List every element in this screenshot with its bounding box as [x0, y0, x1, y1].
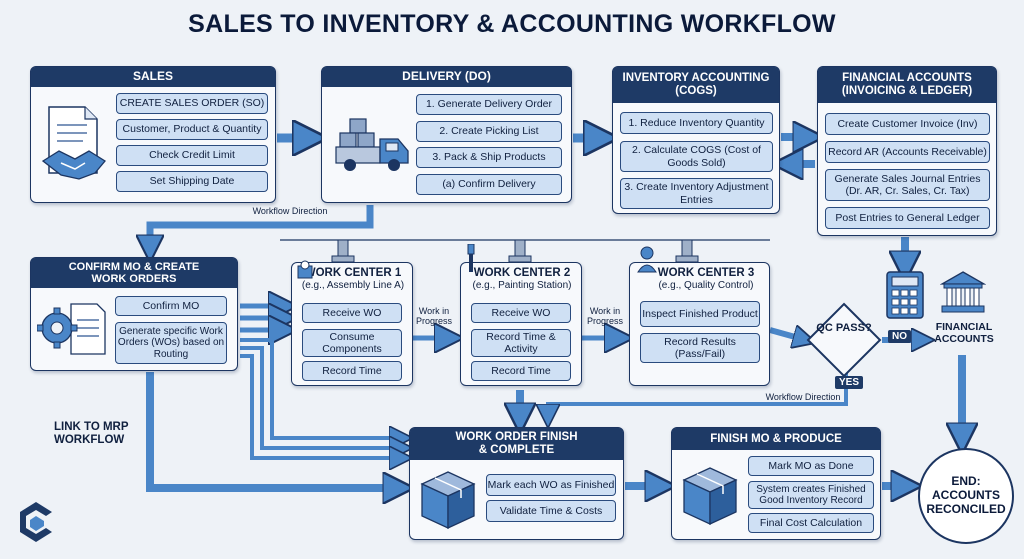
financial-header: FINANCIAL ACCOUNTS (INVOICING & LEDGER) [818, 67, 996, 103]
work-center-1-title: WORK CENTER 1 (e.g., Assembly Line A) [301, 267, 405, 292]
page-title: SALES TO INVENTORY & ACCOUNTING WORKFLOW [188, 10, 836, 38]
qc-pass-label: QC PASS? [816, 322, 872, 334]
qc-decision-diamond [806, 302, 882, 378]
finish-mo-header: FINISH MO & PRODUCE [672, 428, 880, 450]
calculator-icon [886, 271, 924, 319]
arrow-confirm-mo-to-wo-finish [146, 372, 400, 488]
no-tag: NO [888, 330, 911, 343]
yes-tag: YES [835, 376, 864, 389]
gear-document-icon [37, 303, 106, 355]
wc2-item: Receive WO [471, 303, 571, 323]
financial-accounts-label: FINANCIAL ACCOUNTS [934, 321, 994, 345]
delivery-item: 1. Generate Delivery Order [416, 94, 562, 115]
financial-panel: FINANCIAL ACCOUNTS (INVOICING & LEDGER) … [817, 66, 997, 236]
financial-item: Create Customer Invoice (Inv) [825, 113, 990, 135]
workflow-direction-label: Workflow Direction [252, 206, 328, 216]
wo-finish-item: Mark each WO as Finished [486, 474, 616, 496]
inventory-item: 2. Calculate COGS (Cost of Goods Sold) [620, 141, 773, 172]
wc3-item: Record Results (Pass/Fail) [640, 333, 760, 363]
arrow-delivery-to-confirm-mo [150, 205, 374, 250]
work-in-progress-label: Work in Progress [415, 306, 452, 326]
delivery-panel: DELIVERY (DO) 1. Generate Delivery Order… [321, 66, 572, 203]
delivery-header: DELIVERY (DO) [322, 67, 571, 87]
wc1-item: Receive WO [302, 303, 402, 323]
work-center-2-panel: WORK CENTER 2 (e.g., Painting Station) R… [460, 262, 582, 386]
brand-logo-icon [20, 502, 52, 542]
delivery-item: 2. Create Picking List [416, 121, 562, 142]
end-accounts-reconciled: END: ACCOUNTS RECONCILED [918, 448, 1014, 544]
sales-item: Check Credit Limit [116, 145, 268, 166]
finish-mo-panel: FINISH MO & PRODUCE Mark MO as Done Syst… [671, 427, 881, 540]
inventory-item: 1. Reduce Inventory Quantity [620, 112, 773, 134]
inventory-panel: INVENTORY ACCOUNTING (COGS) 1. Reduce In… [612, 66, 780, 214]
wc3-item: Inspect Finished Product [640, 301, 760, 327]
sales-item: Customer, Product & Quantity [116, 119, 268, 140]
link-to-mrp-label: LINK TO MRP WORKFLOW [54, 421, 129, 446]
delivery-item: (a) Confirm Delivery [416, 174, 562, 195]
wo-finish-panel: WORK ORDER FINISH & COMPLETE Mark each W… [409, 427, 624, 540]
work-center-3-panel: WORK CENTER 3 (e.g., Quality Control) In… [629, 262, 770, 386]
confirm-mo-panel: CONFIRM MO & CREATE WORK ORDERS Confirm … [30, 257, 238, 371]
wc1-item: Consume Components [302, 329, 402, 357]
delivery-truck-icon [335, 118, 409, 171]
delivery-item: 3. Pack & Ship Products [416, 147, 562, 168]
wo-finish-header: WORK ORDER FINISH & COMPLETE [410, 428, 623, 460]
inventory-header: INVENTORY ACCOUNTING (COGS) [613, 67, 779, 103]
work-center-2-title: WORK CENTER 2 (e.g., Painting Station) [472, 267, 572, 292]
sales-item: Set Shipping Date [116, 171, 268, 192]
inventory-item: 3. Create Inventory Adjustment Entries [620, 178, 773, 209]
sales-panel: SALES CREATE SALES ORDER (SO) Customer, … [30, 66, 276, 203]
financial-item: Generate Sales Journal Entries (Dr. AR, … [825, 169, 990, 201]
workflow-direction-label: Workflow Direction [765, 392, 841, 402]
finish-mo-item: Mark MO as Done [748, 456, 874, 476]
document-handshake-icon [41, 106, 106, 180]
wc2-item: Record Time & Activity [471, 329, 571, 357]
confirm-mo-item: Confirm MO [115, 296, 227, 316]
bank-building-icon [940, 271, 986, 313]
sales-header: SALES [31, 67, 275, 87]
package-box-icon [420, 471, 476, 530]
wc2-item: Record Time [471, 361, 571, 381]
finish-mo-item: System creates Finished Good Inventory R… [748, 481, 874, 509]
sales-item: CREATE SALES ORDER (SO) [116, 93, 268, 114]
confirm-mo-header: CONFIRM MO & CREATE WORK ORDERS [31, 258, 237, 288]
wo-finish-item: Validate Time & Costs [486, 500, 616, 522]
finish-mo-item: Final Cost Calculation [748, 513, 874, 533]
workstation-person-icon [297, 260, 313, 279]
financial-item: Record AR (Accounts Receivable) [825, 141, 990, 163]
wc1-item: Record Time [302, 361, 402, 381]
work-center-3-title: WORK CENTER 3 (e.g., Quality Control) [657, 267, 755, 292]
confirm-mo-item: Generate specific Work Orders (WOs) base… [115, 322, 227, 364]
paint-brush-icon [467, 244, 475, 272]
work-in-progress-label: Work in Progress [586, 306, 623, 326]
financial-item: Post Entries to General Ledger [825, 207, 990, 229]
package-box-icon [682, 467, 738, 526]
work-center-1-panel: WORK CENTER 1 (e.g., Assembly Line A) Re… [291, 262, 413, 386]
inspector-person-icon [637, 246, 657, 273]
